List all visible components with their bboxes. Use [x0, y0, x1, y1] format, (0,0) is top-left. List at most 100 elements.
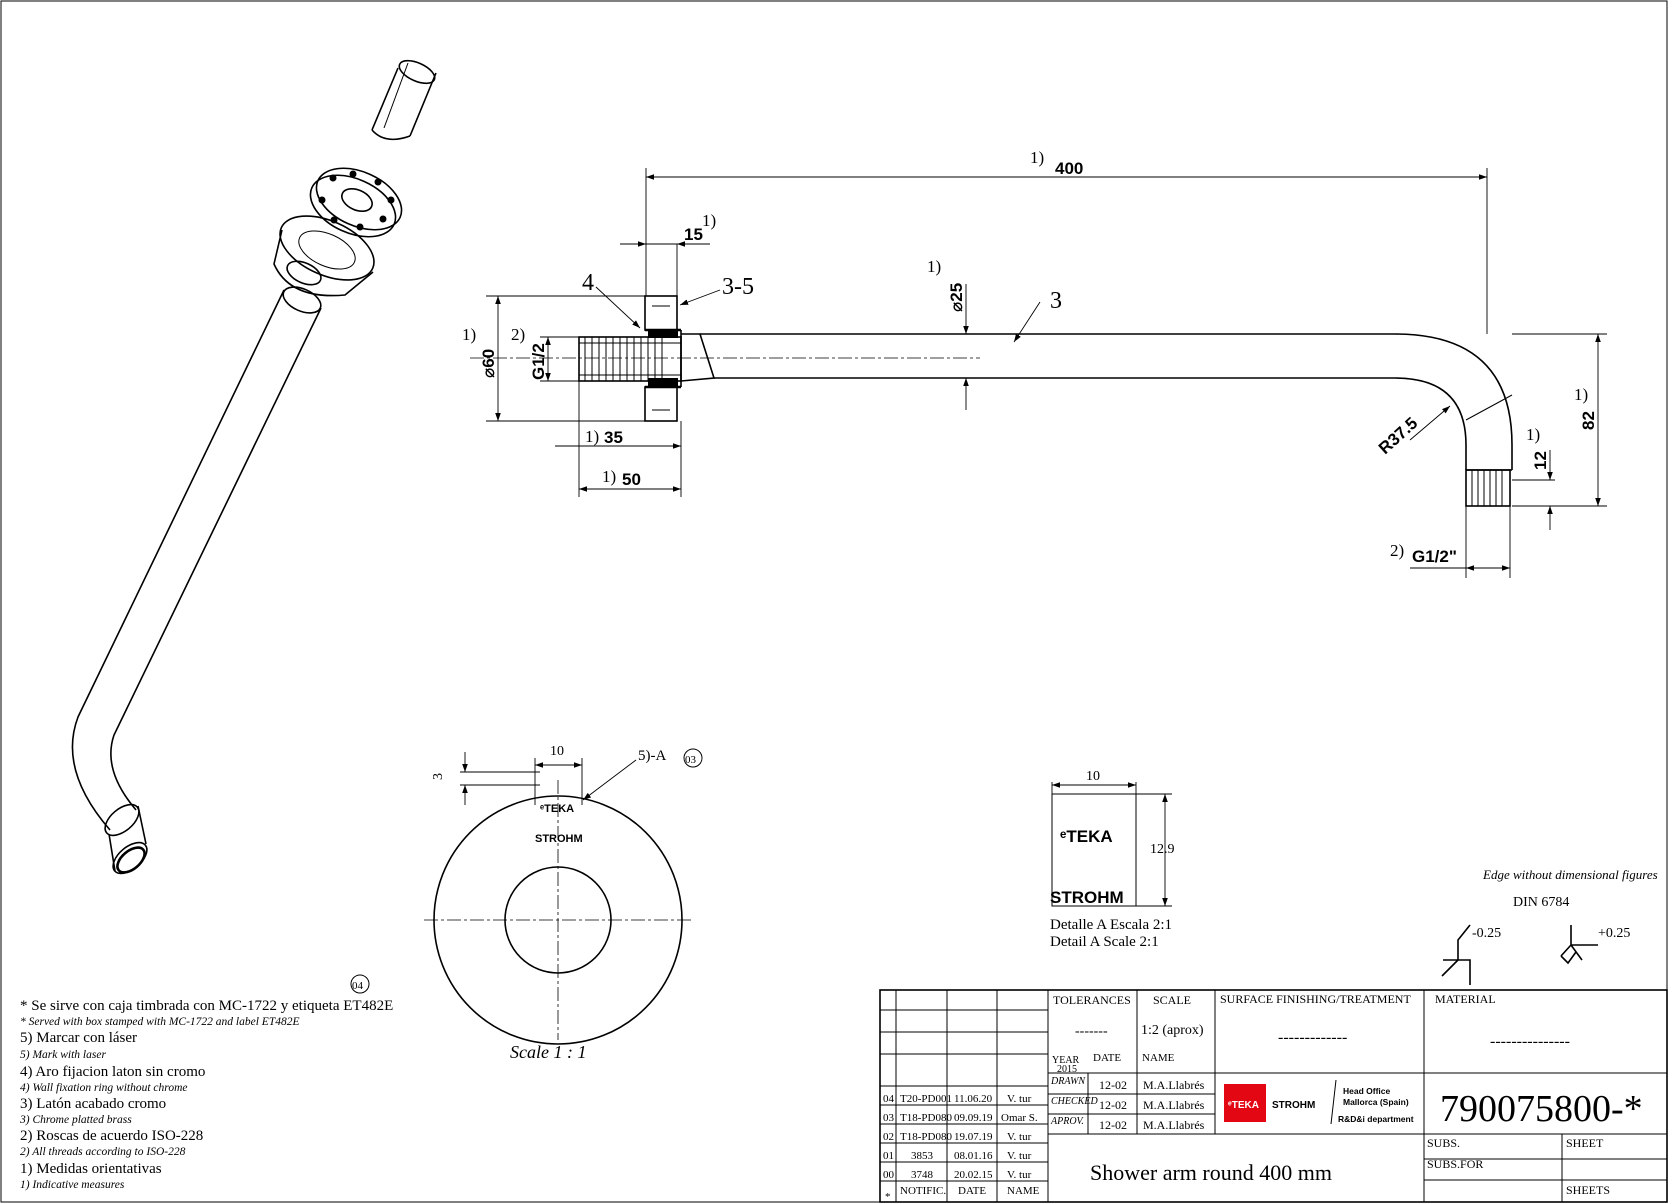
- svg-text:3748: 3748: [911, 1169, 934, 1181]
- sheet-label: SHEET: [1566, 1136, 1604, 1150]
- flange-circle-ref: 03: [685, 754, 697, 766]
- svg-text:Omar S.: Omar S.: [1001, 1112, 1038, 1124]
- tolerances-value: -------: [1075, 1024, 1108, 1039]
- svg-text:09.09.19: 09.09.19: [954, 1112, 993, 1124]
- year-label: YEAR: [1052, 1055, 1080, 1066]
- flange-dim-10: 10: [550, 744, 564, 759]
- office-line-2: Mallorca (Spain): [1343, 1097, 1409, 1107]
- name-label: NAME: [1142, 1052, 1175, 1064]
- svg-text:01: 01: [883, 1150, 894, 1162]
- brand-teka-badge: [1224, 1084, 1266, 1122]
- note-0-en: * Served with box stamped with MC-1722 a…: [20, 1016, 300, 1028]
- iso-rosette: [273, 215, 375, 297]
- flange-dim-3: 3: [431, 773, 446, 780]
- detail-caption-es: Detalle A Escala 2:1: [1050, 917, 1172, 933]
- rev-header-star: *: [885, 1191, 891, 1203]
- svg-text:00: 00: [883, 1169, 895, 1181]
- detail-a: 10 12.9 ᵉTEKA STROHM Detalle A Escala 2:…: [1050, 769, 1175, 950]
- revision-row: 04 T20-PD001 11.06.20 V. tur: [883, 1093, 1032, 1105]
- dim-note-82: 1): [1574, 385, 1588, 404]
- subs-label: SUBS.: [1427, 1136, 1460, 1150]
- iso-arm: [71, 286, 322, 875]
- detail-logo-teka: ᵉTEKA: [1060, 827, 1113, 846]
- material-value: ---------------: [1490, 1033, 1570, 1050]
- dim-50: 50: [622, 470, 641, 489]
- approval-role: DRAWN: [1050, 1076, 1086, 1087]
- note-4-en: 2) All threads according to ISO-228: [20, 1146, 186, 1158]
- svg-text:20.02.15: 20.02.15: [954, 1169, 993, 1181]
- approval-date: 12-02: [1099, 1118, 1127, 1132]
- flange-scale: Scale 1 : 1: [510, 1042, 586, 1062]
- svg-text:04: 04: [883, 1093, 895, 1105]
- flange-front-view: 10 3 ᵉTEKA STROHM 5)-A 03 Scale 1 : 1: [424, 744, 703, 1062]
- drawing-title: Shower arm round 400 mm: [1090, 1160, 1332, 1185]
- note-5-es: 1) Medidas orientativas: [20, 1161, 162, 1177]
- notes-ref: 04: [352, 980, 364, 992]
- detail-caption-en: Detail A Scale 2:1: [1050, 934, 1159, 950]
- svg-text:11.06.20: 11.06.20: [954, 1093, 993, 1105]
- svg-text:V. tur: V. tur: [1007, 1169, 1032, 1181]
- approval-name: M.A.Llabrés: [1143, 1098, 1205, 1112]
- svg-text:19.07.19: 19.07.19: [954, 1131, 993, 1143]
- revision-row: 03 T18-PD080 09.09.19 Omar S.: [883, 1112, 1038, 1124]
- note-1-es: 5) Marcar con láser: [20, 1030, 137, 1046]
- dim-g12-out: G1/2": [1412, 547, 1457, 566]
- flange-logo-teka: ᵉTEKA: [540, 803, 574, 815]
- dim-note-35: 1): [585, 427, 599, 446]
- revision-row: 01 3853 08.01.16 V. tur: [883, 1150, 1032, 1162]
- date-label: DATE: [1093, 1052, 1121, 1064]
- approval-role: CHECKED: [1051, 1096, 1098, 1107]
- note-3-en: 3) Chrome platted brass: [19, 1114, 132, 1126]
- callout-3-5: 3-5: [722, 274, 754, 300]
- dim-82: 82: [1579, 411, 1598, 430]
- svg-text:02: 02: [883, 1131, 894, 1143]
- approval-name: M.A.Llabrés: [1143, 1118, 1205, 1132]
- dim-note-15: 1): [702, 211, 716, 230]
- edge-symbols: Edge without dimensional figures DIN 678…: [1441, 867, 1658, 985]
- dim-note-12: 1): [1526, 425, 1540, 444]
- flange-mark: 5)-A: [638, 748, 666, 764]
- detail-logo-strohm: STROHM: [1050, 888, 1124, 907]
- tolerances-label: TOLERANCES: [1053, 993, 1131, 1007]
- dim-dia25: ⌀25: [947, 283, 966, 312]
- year-value: 2015: [1057, 1064, 1077, 1075]
- dim-note-50: 1): [602, 467, 616, 486]
- edge-plus: +0.25: [1598, 926, 1630, 941]
- svg-text:03: 03: [883, 1112, 895, 1124]
- sheets-label: SHEETS: [1566, 1183, 1610, 1197]
- surface-value: -------------: [1278, 1029, 1347, 1046]
- brand-teka: ᵉTEKA: [1228, 1100, 1259, 1111]
- dim-400: 400: [1055, 159, 1083, 178]
- svg-text:V. tur: V. tur: [1007, 1093, 1032, 1105]
- note-4-es: 2) Roscas de acuerdo ISO-228: [20, 1128, 203, 1144]
- dim-note-dia25: 1): [927, 257, 941, 276]
- subs-for-label: SUBS.FOR: [1427, 1157, 1483, 1171]
- note-5-en: 1) Indicative measures: [20, 1179, 125, 1191]
- approval-name: M.A.Llabrés: [1143, 1078, 1205, 1092]
- scale-value: 1:2 (aprox): [1141, 1023, 1204, 1038]
- svg-text:T18-PD080: T18-PD080: [900, 1131, 952, 1143]
- edge-minus: -0.25: [1472, 926, 1501, 941]
- approval-date: 12-02: [1099, 1098, 1127, 1112]
- revision-row: 02 T18-PD080 19.07.19 V. tur: [883, 1131, 1032, 1143]
- detail-dim-12-9: 12.9: [1150, 842, 1175, 857]
- brand-strohm: STROHM: [1272, 1100, 1315, 1111]
- dim-15: 15: [684, 225, 703, 244]
- notes-block: 04 * Se sirve con caja timbrada con MC-1…: [19, 974, 393, 1191]
- part-number: 790075800-*: [1440, 1088, 1643, 1130]
- surface-label: SURFACE FINISHING/TREATMENT: [1220, 992, 1411, 1006]
- approval-date: 12-02: [1099, 1078, 1127, 1092]
- note-2-es: 4) Aro fijacion laton sin cromo: [20, 1064, 205, 1080]
- svg-text:3853: 3853: [911, 1150, 934, 1162]
- detail-dim-10: 10: [1086, 769, 1100, 784]
- rev-header-name: NAME: [1007, 1185, 1040, 1197]
- note-0-es: * Se sirve con caja timbrada con MC-1722…: [20, 998, 393, 1014]
- iso-flange-plate: [309, 167, 403, 238]
- edge-din: DIN 6784: [1513, 895, 1569, 910]
- isometric-view: [71, 59, 437, 875]
- dim-note-g12: 2): [511, 325, 525, 344]
- office-line-3: R&D&i department: [1338, 1114, 1414, 1124]
- callout-4: 4: [582, 270, 594, 296]
